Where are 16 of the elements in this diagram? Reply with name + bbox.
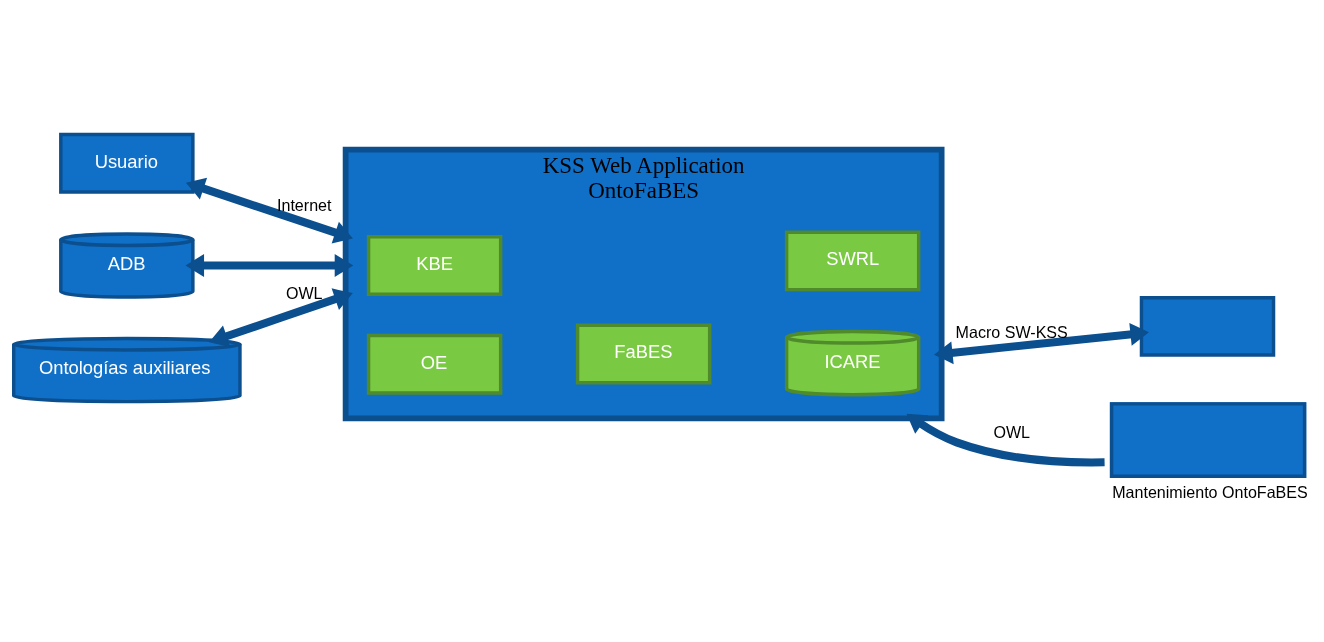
node-box: OE <box>366 333 503 395</box>
node-box: Usuario <box>59 132 195 194</box>
node-box: FaBES <box>575 323 712 384</box>
edge-label: OWL <box>993 422 1030 441</box>
edge-label: OWL <box>285 283 323 302</box>
arrow <box>934 322 1149 364</box>
arrow <box>185 253 354 277</box>
node-label: Mantenimiento OntoFaBES <box>1112 482 1308 501</box>
arrow <box>906 413 1105 466</box>
edge-label: Macro SW-KSS <box>955 322 1068 341</box>
arrow <box>209 287 353 347</box>
arrow <box>185 177 353 243</box>
edge-label: Internet <box>277 195 332 214</box>
node-box <box>1139 295 1276 357</box>
node-box: SWRL <box>784 230 921 291</box>
node-box: KBE <box>366 234 503 296</box>
